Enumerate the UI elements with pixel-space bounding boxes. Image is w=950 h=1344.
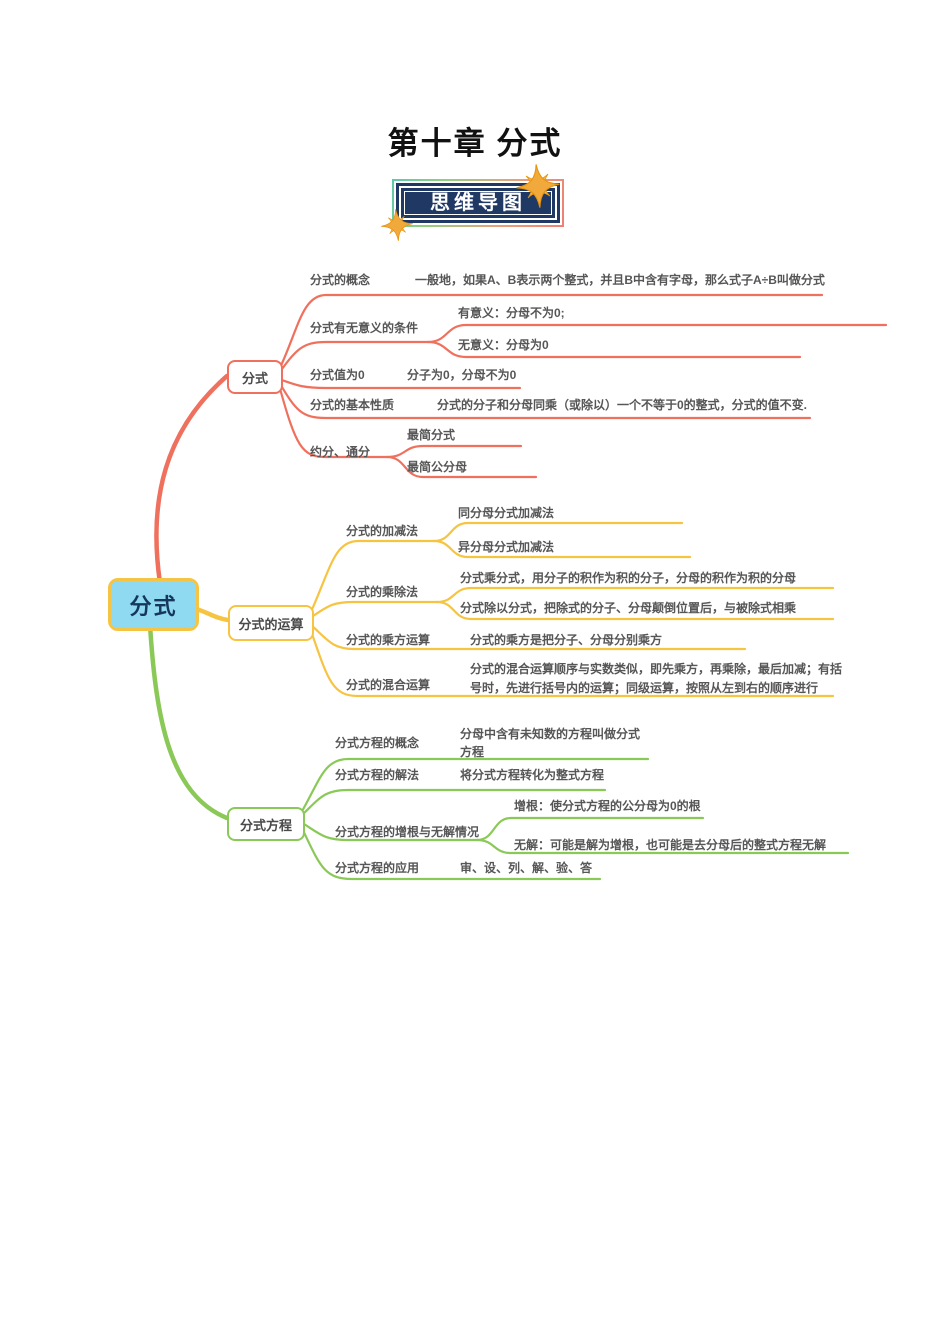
topic-label: 分式的概念 <box>310 273 371 287</box>
topic-desc: 分子为0，分母不为0 <box>407 368 517 382</box>
topic-desc: 分式的混合运算顺序与实数类似，即先乘方，再乘除，最后加减；有括号时，先进行括号内… <box>470 662 843 695</box>
topic-label: 分式的加减法 <box>346 524 419 538</box>
topic-child: 无解：可能是解为增根，也可能是去分母后的整式方程无解 <box>514 838 827 852</box>
topic-desc: 分式的分子和分母同乘（或除以）一个不等于0的整式，分式的值不变. <box>437 398 808 412</box>
topic-label: 分式方程的概念 <box>335 736 420 750</box>
topic-label: 分式方程的增根与无解情况 <box>335 825 480 839</box>
topic-desc: 分式的乘方是把分子、分母分别乘方 <box>470 633 663 647</box>
topic-label: 分式的乘方运算 <box>346 633 431 647</box>
topic-child: 同分母分式加减法 <box>458 506 555 520</box>
topic-desc: 将分式方程转化为整式方程 <box>460 768 605 782</box>
topic-desc: 一般地，如果A、B表示两个整式，并且B中含有字母，那么式子A÷B叫做分式 <box>415 273 825 287</box>
badge-panel: 思维导图 <box>396 183 560 223</box>
mindmap-root-node: 分式 <box>108 578 199 631</box>
topic-child: 无意义：分母为0 <box>458 338 549 352</box>
topic-label: 分式方程的应用 <box>335 861 420 875</box>
mindmap-badge: 思维导图 <box>392 179 564 227</box>
topic-label: 分式有无意义的条件 <box>310 321 419 335</box>
badge-inner-frame: 思维导图 <box>394 181 562 225</box>
topic-desc: 分母中含有未知数的方程叫做分式方程 <box>460 727 641 759</box>
topic-desc: 审、设、列、解、验、答 <box>460 861 593 875</box>
topic-label: 分式的乘除法 <box>346 585 419 599</box>
topic-label: 分式的基本性质 <box>310 398 395 412</box>
topic-child: 有意义：分母不为0; <box>458 306 565 320</box>
topic-label: 分式方程的解法 <box>335 768 420 782</box>
topic-label: 分式的混合运算 <box>346 678 431 692</box>
branch-node-yunsuan: 分式的运算 <box>228 605 314 641</box>
topic-child: 最简公分母 <box>407 460 468 474</box>
topic-child: 分式乘分式，用分子的积作为积的分子，分母的积作为积的分母 <box>460 571 797 585</box>
topic-child: 异分母分式加减法 <box>458 540 555 554</box>
branch-node-fangcheng: 分式方程 <box>227 807 305 841</box>
topic-label: 约分、通分 <box>310 445 371 459</box>
topic-child: 最简分式 <box>407 428 456 442</box>
topic-child: 增根：使分式方程的公分母为0的根 <box>514 799 701 813</box>
page-title: 第十章 分式 <box>387 126 563 161</box>
branch-node-fenshi: 分式 <box>227 360 283 394</box>
topic-child: 分式除以分式，把除式的分子、分母颠倒位置后，与被除式相乘 <box>460 601 797 615</box>
badge-label: 思维导图 <box>430 192 526 214</box>
topic-label: 分式值为0 <box>310 368 365 382</box>
